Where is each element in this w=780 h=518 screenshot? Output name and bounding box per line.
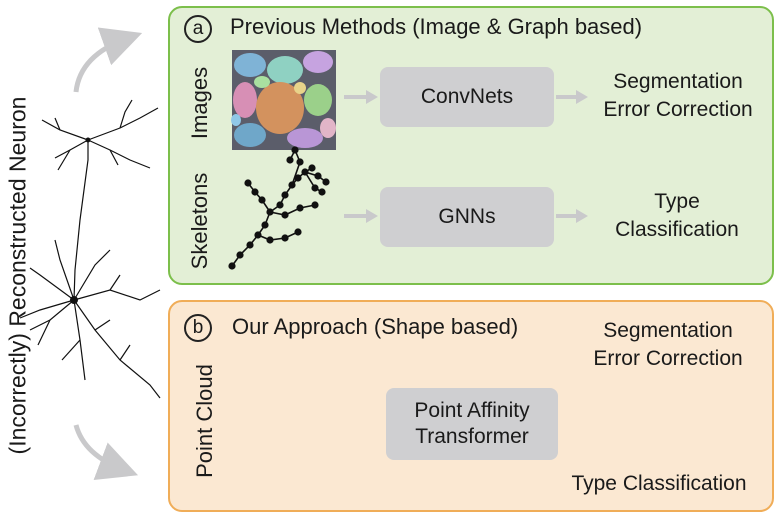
row-label-images: Images (187, 66, 212, 140)
output-line-2: Error Correction (603, 98, 753, 121)
output-line-1: Type Classification (571, 472, 747, 495)
model-line-1: Point Affinity (414, 399, 530, 422)
output-b-segmentation: Segmentation Error Correction (570, 317, 766, 373)
neuron-drawing (19, 27, 161, 480)
output-line-1: Segmentation (613, 70, 743, 93)
badge-a: a (184, 15, 212, 43)
panel-b-title: Our Approach (Shape based) (232, 314, 519, 339)
output-segmentation-error-correction: Segmentation Error Correction (586, 68, 770, 124)
arrow-up-curve (73, 27, 143, 93)
output-line-1: Type (654, 190, 700, 213)
soma (70, 296, 78, 304)
row-label-point-cloud: Point Cloud (192, 364, 217, 478)
arrow-down-curve (73, 424, 139, 480)
panel-a-title: Previous Methods (Image & Graph based) (230, 14, 643, 39)
badge-b: b (184, 314, 212, 342)
output-line-2: Classification (615, 218, 739, 241)
output-b-type-classification: Type Classification (550, 470, 768, 498)
point-affinity-transformer-box: Point Affinity Transformer (386, 388, 558, 460)
model-line-2: Transformer (415, 425, 529, 448)
gnns-box: GNNs (380, 187, 554, 247)
convnets-box: ConvNets (380, 67, 554, 127)
row-label-skeletons: Skeletons (187, 172, 212, 270)
output-line-1: Segmentation (603, 319, 733, 342)
output-line-2: Error Correction (593, 347, 743, 370)
output-type-classification: Type Classification (592, 188, 762, 244)
